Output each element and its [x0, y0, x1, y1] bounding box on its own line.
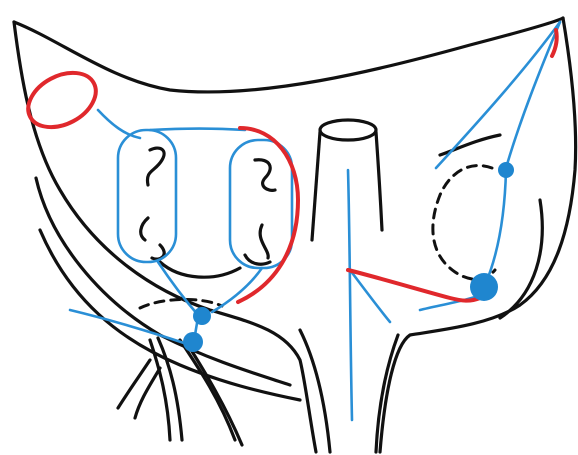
node-lower-left-upper: [193, 307, 211, 325]
node-lower-right-large: [470, 273, 498, 301]
node-upper-right: [498, 162, 514, 178]
node-lower-left-lower: [183, 332, 203, 352]
blue-top-connector: [150, 129, 245, 131]
